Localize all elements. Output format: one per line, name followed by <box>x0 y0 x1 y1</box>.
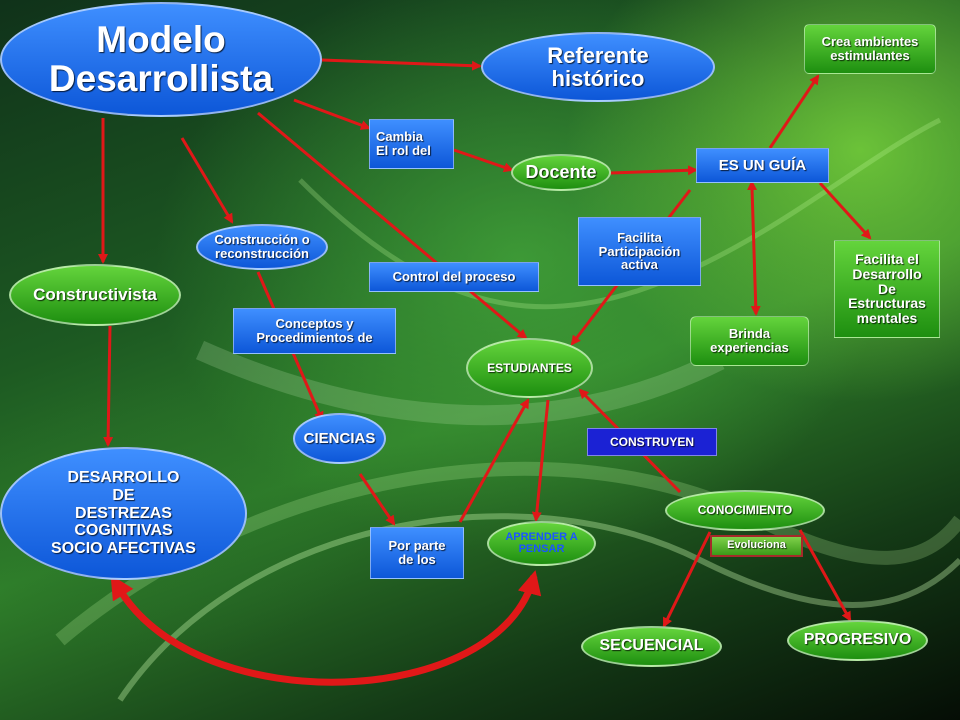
node-cambia-rol: Cambia El rol del <box>369 119 454 169</box>
node-referente-historico: Referente histórico <box>481 32 715 102</box>
node-conceptos-procedimientos: Conceptos y Procedimientos de <box>233 308 396 354</box>
node-construccion: Construcción o reconstrucción <box>196 224 328 270</box>
node-aprender-a-pensar: APRENDER A PENSAR <box>487 521 596 566</box>
node-evoluciona: Evoluciona <box>710 535 803 557</box>
node-constructivista: Constructivista <box>9 264 181 326</box>
node-brinda-experiencias: Brinda experiencias <box>690 316 809 366</box>
node-docente: Docente <box>511 154 611 191</box>
node-progresivo: PROGRESIVO <box>787 620 928 661</box>
node-estudiantes: ESTUDIANTES <box>466 338 593 398</box>
node-facilita-desarrollo: Facilita el Desarrollo De Estructuras me… <box>834 240 940 338</box>
node-facilita-participacion: Facilita Participación activa <box>578 217 701 286</box>
node-control-proceso: Control del proceso <box>369 262 539 292</box>
node-desarrollo-destrezas: DESARROLLO DE DESTREZAS COGNITIVAS SOCIO… <box>0 447 247 580</box>
node-ciencias: CIENCIAS <box>293 413 386 464</box>
node-secuencial: SECUENCIAL <box>581 626 722 667</box>
node-modelo-desarrollista: Modelo Desarrollista <box>0 2 322 117</box>
node-es-un-guia: ES UN GUÍA <box>696 148 829 183</box>
node-construyen: CONSTRUYEN <box>587 428 717 456</box>
node-por-parte: Por parte de los <box>370 527 464 579</box>
node-conocimiento: CONOCIMIENTO <box>665 490 825 531</box>
node-crea-ambientes: Crea ambientes estimulantes <box>804 24 936 74</box>
